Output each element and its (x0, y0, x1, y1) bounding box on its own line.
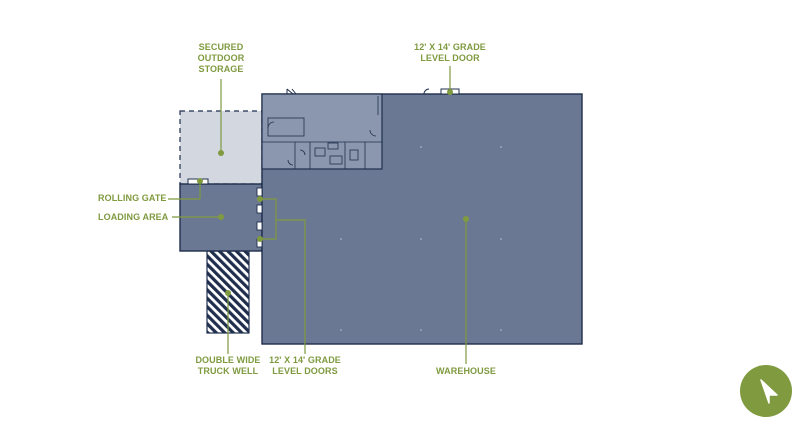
label-truck-well: DOUBLE WIDE TRUCK WELL (188, 355, 268, 377)
label-line: 12' X 14' GRADE (269, 355, 341, 365)
label-line: TRUCK WELL (197, 366, 259, 376)
label-rolling-gate: ROLLING GATE (98, 193, 167, 203)
label-line: STORAGE (198, 64, 244, 74)
top-wall-doors (286, 88, 460, 95)
label-line: OUTDOOR (197, 53, 245, 63)
cursor-arrow-icon (760, 379, 778, 404)
office-interior (262, 96, 382, 169)
label-grade-doors-bottom: 12' X 14' GRADE LEVEL DOORS (260, 355, 350, 377)
navigation-button[interactable] (740, 365, 792, 417)
label-grade-door-top: 12' X 14' GRADE LEVEL DOOR (405, 42, 495, 64)
leader-dots (197, 89, 469, 296)
warehouse-columns (340, 146, 502, 331)
label-secured-outdoor-storage: SECURED OUTDOOR STORAGE (190, 42, 252, 75)
label-warehouse: WAREHOUSE (436, 366, 496, 376)
label-loading-area: LOADING AREA (98, 212, 169, 222)
office-area (261, 93, 383, 170)
label-line: LEVEL DOOR (420, 53, 480, 63)
label-line: LEVEL DOORS (272, 366, 338, 376)
leader-lines (168, 66, 467, 364)
label-line: DOUBLE WIDE (195, 355, 261, 365)
label-line: 12' X 14' GRADE (414, 42, 486, 52)
label-line: SECURED (198, 42, 244, 52)
